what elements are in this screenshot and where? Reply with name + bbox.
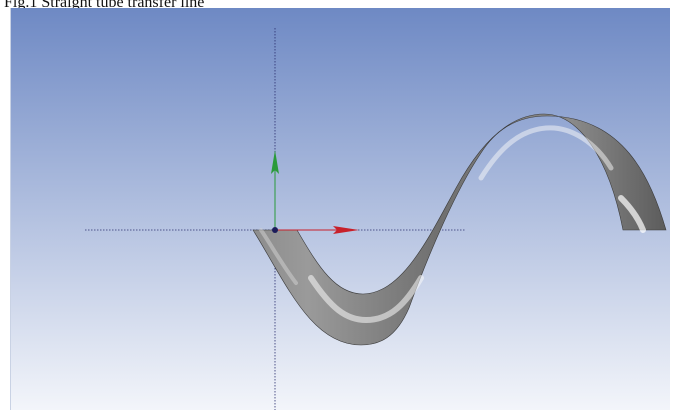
viewport-canvas[interactable] — [11, 8, 670, 410]
y-axis-arrow-icon — [271, 150, 279, 174]
x-axis-arrow-icon — [333, 226, 359, 234]
tube-highlight-lower — [308, 275, 424, 324]
origin-point-icon — [272, 227, 278, 233]
swept-tube[interactable] — [252, 113, 667, 346]
tube-highlight-start — [259, 228, 298, 285]
coordinate-triad[interactable] — [271, 150, 359, 234]
tube-highlight-end — [618, 195, 646, 233]
figure-caption: Fig.1 Straight tube transfer line — [4, 0, 205, 11]
viewport-background — [11, 8, 670, 410]
tube-body — [252, 113, 667, 346]
tube-highlight-upper — [478, 125, 614, 181]
model-viewport[interactable] — [10, 8, 670, 410]
